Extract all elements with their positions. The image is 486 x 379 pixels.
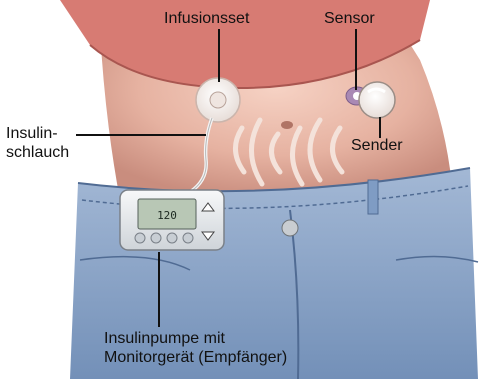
label-insulinschlauch-line2: schlauch <box>6 143 69 162</box>
label-sender: Sender <box>351 136 403 155</box>
insulin-pump: 120 <box>120 190 224 250</box>
label-insulinpumpe-line2: Monitorgerät (Empfänger) <box>104 348 287 367</box>
label-insulinpumpe: Insulinpumpe mit Monitorgerät (Empfänger… <box>104 329 287 367</box>
transmitter-device <box>359 82 395 118</box>
label-infusionsset: Infusionsset <box>164 9 249 28</box>
label-insulinschlauch-line1: Insulin- <box>6 124 69 143</box>
label-sensor: Sensor <box>324 9 375 28</box>
pump-screen-value: 120 <box>157 209 177 222</box>
infusion-set <box>196 78 240 122</box>
navel <box>281 121 293 129</box>
label-insulinpumpe-line1: Insulinpumpe mit <box>104 329 287 348</box>
label-insulinschlauch: Insulin- schlauch <box>6 124 69 162</box>
